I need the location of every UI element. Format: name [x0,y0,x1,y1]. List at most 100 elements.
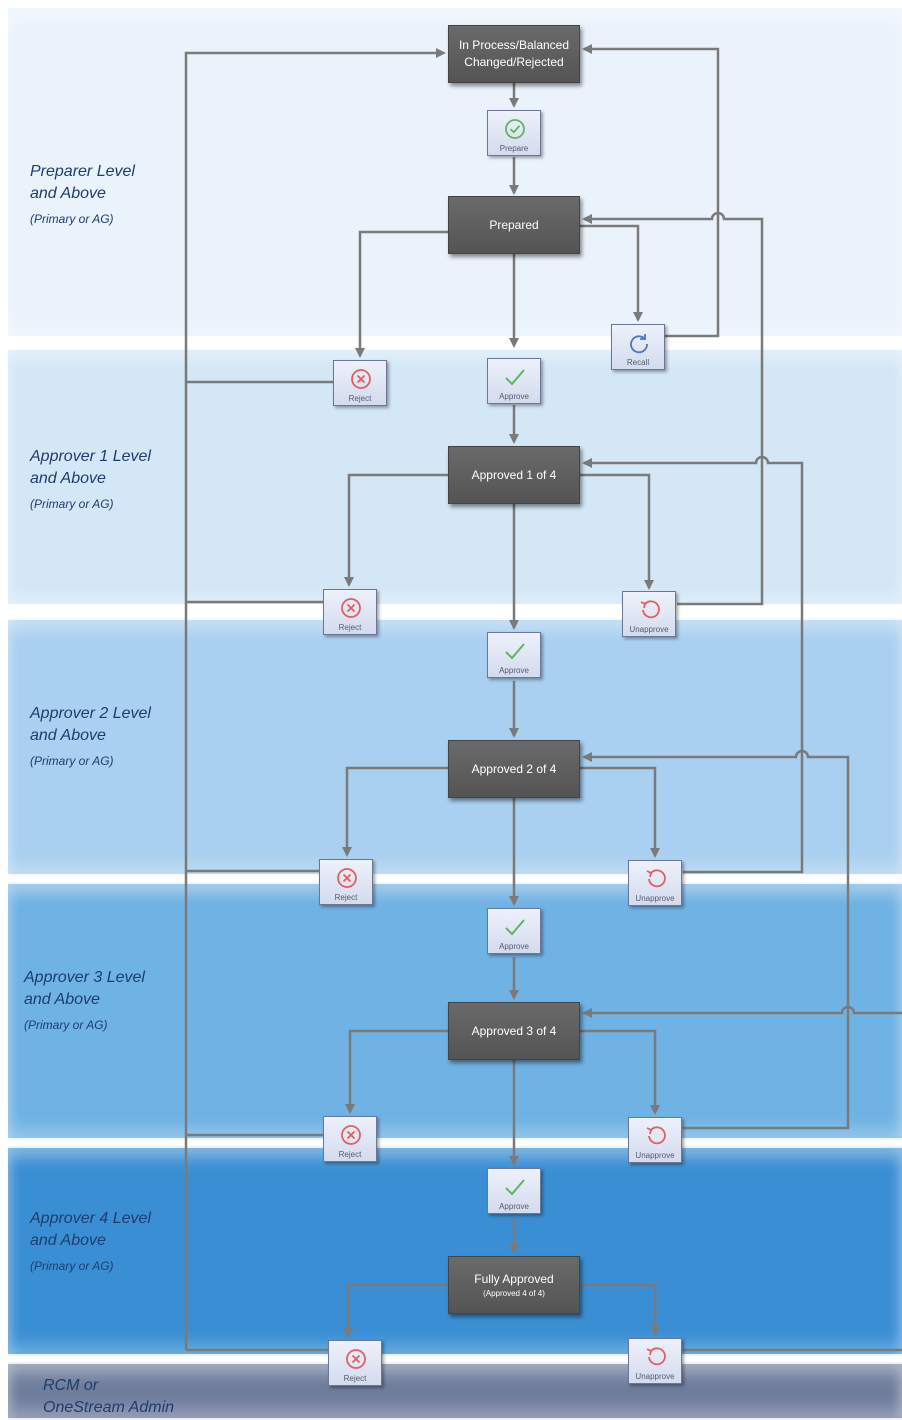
action-label: Approve [499,666,529,675]
band-label-line1: Approver 3 Level [24,969,145,986]
state-label: Prepared [489,217,539,232]
flow-arrow [580,1283,660,1336]
flow-arrow [582,749,850,1130]
flow-arrow [582,455,804,874]
band-label-preparer: Preparer Level and Above (Primary or AG) [30,161,135,230]
band-label-line2: and Above [30,470,106,487]
action-label: Prepare [499,144,529,153]
band-label-sub: (Primary or AG) [30,754,114,768]
unapprove-button[interactable]: Unapprove [628,1338,682,1384]
state-fully-approved: Fully Approved (Approved 4 of 4) [448,1256,580,1314]
checkmark-icon [505,919,525,936]
band-label-approver3: Approver 3 Level and Above (Primary or A… [24,967,145,1036]
flow-arrow [580,1029,660,1115]
x-circle-icon [341,1125,361,1145]
reject-button[interactable]: Reject [323,589,377,635]
action-label: Reject [338,1150,362,1159]
check-circle-icon [505,119,525,139]
flow-arrow [184,48,446,1350]
band-admin [8,1362,902,1420]
band-label-line1: Approver 1 Level [30,448,151,465]
state-sublabel: (Approved 4 of 4) [483,1288,545,1298]
flow-arrow [342,766,448,857]
unapprove-button[interactable]: Unapprove [628,860,682,906]
x-circle-icon [341,598,361,618]
state-approved-1: Approved 1 of 4 [448,446,580,504]
band-label-line1: Preparer Level [30,163,135,180]
flow-arrow [580,766,660,858]
band-label-sub: (Primary or AG) [24,1018,108,1032]
checkmark-icon [505,643,525,660]
action-label: Approve [499,942,529,951]
action-label: Approve [499,392,529,401]
action-label: Approve [499,1202,529,1211]
state-approved-2: Approved 2 of 4 [448,740,580,798]
flow-arrow [343,1283,448,1338]
reject-button[interactable]: Reject [333,360,387,406]
reject-button[interactable]: Reject [323,1116,377,1162]
prepare-button[interactable]: Prepare [487,110,541,156]
action-label: Unapprove [635,1151,675,1160]
flow-arrow [344,473,448,587]
band-label-sub: (Primary or AG) [30,497,114,511]
action-label: Reject [338,623,362,632]
flow-arrow [345,1029,448,1114]
state-label: In Process/Balanced [458,38,570,52]
state-label: Approved 2 of 4 [471,761,557,776]
action-label: Reject [334,893,358,902]
undo-circle-icon [646,869,666,888]
approve-button[interactable]: Approve [487,908,541,954]
band-approver4 [8,1146,902,1356]
state-label: Approved 3 of 4 [471,1023,557,1038]
band-label-line2: and Above [24,991,100,1008]
band-label-line1: RCM or [43,1377,99,1394]
x-circle-icon [346,1349,366,1369]
recall-button[interactable]: Recall [611,324,665,370]
band-label-approver2: Approver 2 Level and Above (Primary or A… [30,703,151,772]
undo-circle-icon [646,1126,666,1145]
action-label: Reject [348,394,372,403]
flow-arrow [580,224,643,322]
band-label-admin: RCM or OneStream Admin [43,1375,174,1419]
band-label-line2: and Above [30,1232,106,1249]
state-approved-3: Approved 3 of 4 [448,1002,580,1060]
approve-button[interactable]: Approve [487,358,541,404]
x-circle-icon [337,868,357,888]
approve-button[interactable]: Approve [487,632,541,678]
state-label: Changed/Rejected [464,55,564,69]
unapprove-button[interactable]: Unapprove [628,1117,682,1163]
flow-arrow [580,473,654,590]
band-label-line1: Approver 4 Level [30,1210,151,1227]
state-label: Approved 1 of 4 [471,467,557,482]
band-label-sub: (Primary or AG) [30,212,114,226]
undo-circle-icon [646,1347,666,1366]
flow-arrow [582,211,764,606]
action-label: Unapprove [629,625,669,634]
band-label-approver4: Approver 4 Level and Above (Primary or A… [30,1208,151,1277]
flow-arrow [582,44,720,338]
action-label: Recall [626,358,650,367]
band-label-sub: (Primary or AG) [30,1259,114,1273]
state-label: Fully Approved [474,1271,554,1286]
state-prepared: Prepared [448,196,580,254]
band-label-line1: Approver 2 Level [30,705,151,722]
unapprove-button[interactable]: Unapprove [622,591,676,637]
state-in-process: In Process/Balanced Changed/Rejected [448,25,580,83]
reject-button[interactable]: Reject [328,1340,382,1386]
band-label-line2: and Above [30,185,106,202]
checkmark-icon [505,1179,525,1196]
action-label: Reject [343,1374,367,1383]
recall-icon [630,334,648,354]
reject-button[interactable]: Reject [319,859,373,905]
x-circle-icon [351,369,371,389]
band-label-line2: and Above [30,727,106,744]
band-label-line2: OneStream Admin [43,1399,175,1416]
approve-button[interactable]: Approve [487,1168,541,1214]
band-label-approver1: Approver 1 Level and Above (Primary or A… [30,446,151,515]
flow-arrow [584,1007,902,1352]
checkmark-icon [505,369,525,386]
flow-arrow [355,230,448,358]
action-label: Unapprove [635,894,675,903]
undo-circle-icon [640,600,660,619]
